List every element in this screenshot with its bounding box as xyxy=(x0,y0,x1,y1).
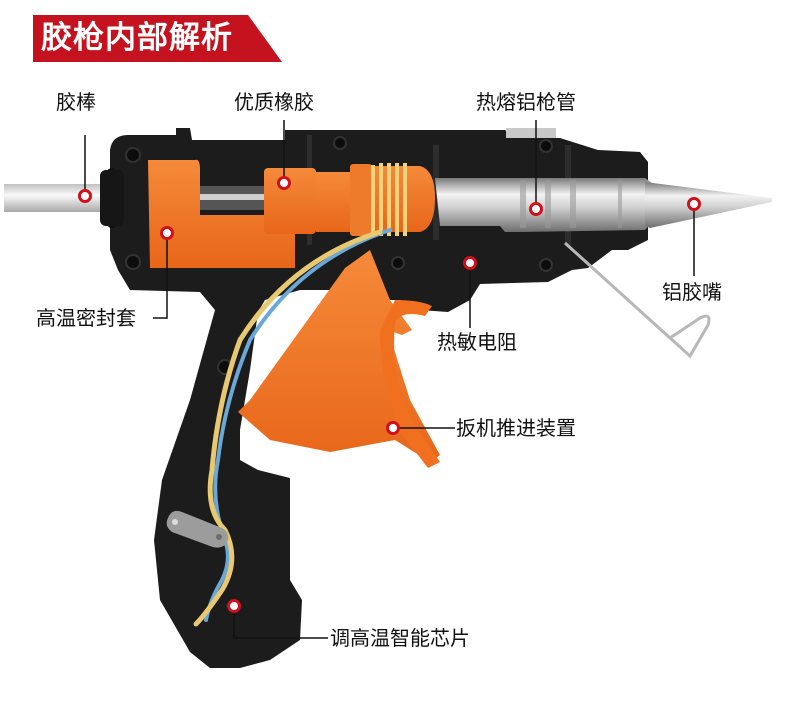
marker-aluminum-nozzle xyxy=(687,197,701,211)
trigger-graphic xyxy=(238,250,440,468)
barrel-graphic xyxy=(435,178,772,232)
callout-label-glue-stick: 胶棒 xyxy=(56,90,96,114)
callout-label-trigger-feed: 扳机推进装置 xyxy=(456,416,576,440)
banner-shape xyxy=(33,15,282,62)
marker-temp-chip xyxy=(227,599,241,613)
wires-graphic xyxy=(193,228,392,627)
callout-label-aluminum-barrel: 热熔铝枪管 xyxy=(476,90,576,114)
callout-label-thermistor: 热敏电阻 xyxy=(437,330,517,354)
wire-stand-graphic xyxy=(563,241,711,359)
marker-glue-stick xyxy=(78,189,92,203)
callout-markers xyxy=(78,176,701,613)
callout-label-rubber-seal: 优质橡胶 xyxy=(234,90,314,114)
marker-thermistor xyxy=(463,256,477,270)
callout-label-high-temp-sleeve: 高温密封套 xyxy=(36,306,136,330)
callout-label-temp-chip: 调高温智能芯片 xyxy=(330,626,470,650)
feed-mechanism xyxy=(148,159,435,268)
title-banner: 胶枪内部解析 xyxy=(33,15,282,62)
leader-lines xyxy=(84,120,695,639)
marker-rubber-seal xyxy=(277,176,291,190)
grip-plate-graphic xyxy=(166,510,229,548)
callout-label-aluminum-nozzle: 铝胶嘴 xyxy=(662,280,722,304)
marker-trigger-feed xyxy=(386,421,400,435)
marker-high-temp-sleeve xyxy=(160,226,174,240)
marker-aluminum-barrel xyxy=(529,202,543,216)
page-title: 胶枪内部解析 xyxy=(41,20,233,56)
